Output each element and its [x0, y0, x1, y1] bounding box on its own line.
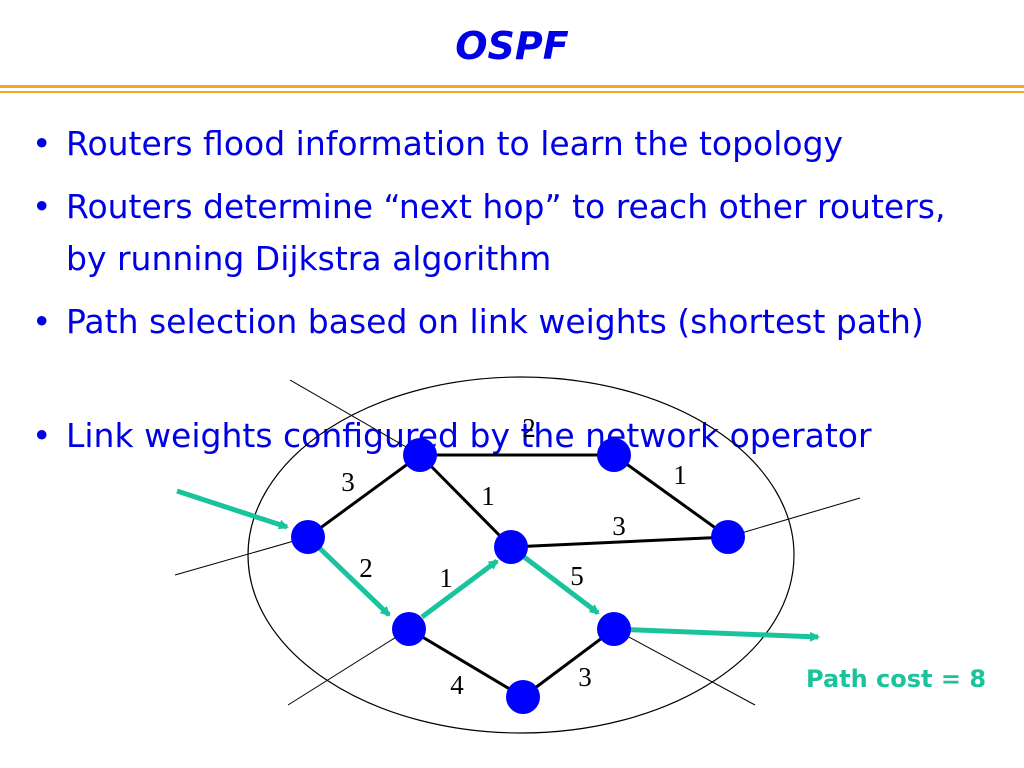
weight-label: 5	[570, 561, 584, 591]
path-arrow-out	[613, 626, 820, 642]
weight-label: 2	[522, 413, 536, 443]
link-b-d	[418, 453, 513, 549]
weight-label: 1	[439, 563, 453, 593]
weight-label: 3	[341, 467, 355, 497]
external-link	[289, 379, 421, 456]
router-node-a	[291, 520, 325, 554]
router-node-h	[597, 612, 631, 646]
external-link	[174, 536, 309, 576]
external-link	[727, 497, 861, 538]
path-arrow-a-e	[306, 535, 391, 617]
external-link	[287, 628, 410, 706]
router-node-e	[392, 612, 426, 646]
link-f-h	[522, 627, 615, 699]
router-node-d	[494, 530, 528, 564]
network-boundary	[247, 376, 795, 734]
weight-label: 1	[481, 481, 495, 511]
link-d-g	[510, 535, 729, 549]
slide-title: OSPF	[455, 24, 569, 68]
link-e-f	[408, 627, 524, 699]
router-node-b	[403, 438, 437, 472]
weight-label: 3	[578, 662, 592, 692]
weight-label: 4	[450, 670, 464, 700]
path-arrow-d-h	[509, 545, 600, 615]
router-node-f	[506, 680, 540, 714]
router-node-g	[711, 520, 745, 554]
path-arrow-e-d	[420, 558, 499, 620]
weight-label: 3	[612, 511, 626, 541]
title-divider	[0, 85, 1024, 88]
path-arrow-in	[176, 488, 289, 530]
weight-label: 1	[673, 460, 687, 490]
link-a-b	[307, 453, 421, 539]
title-divider-thin	[0, 91, 1024, 93]
path-cost-label: Path cost = 8	[806, 665, 987, 693]
weight-label: 2	[359, 553, 373, 583]
external-link	[613, 628, 756, 706]
router-node-c	[597, 438, 631, 472]
link-c-g	[613, 453, 729, 539]
